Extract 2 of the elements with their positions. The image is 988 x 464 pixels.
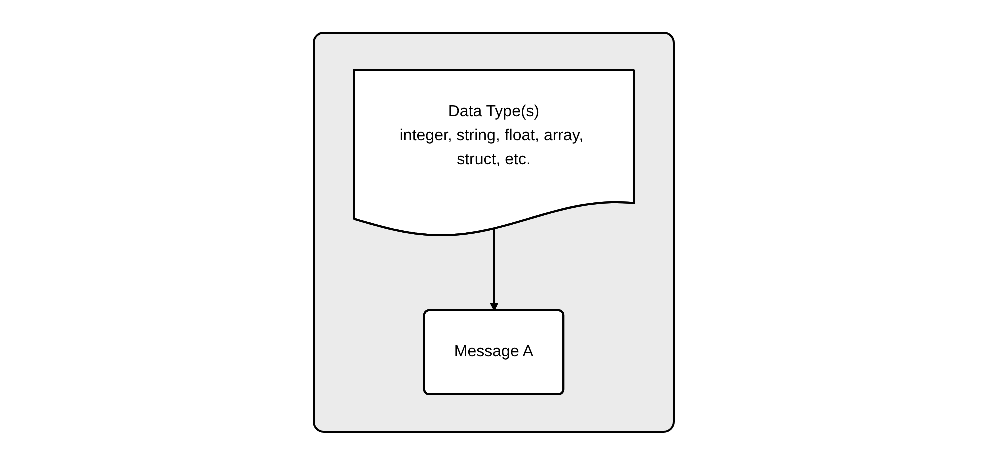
arrow <box>490 228 499 311</box>
cluster <box>313 32 675 432</box>
